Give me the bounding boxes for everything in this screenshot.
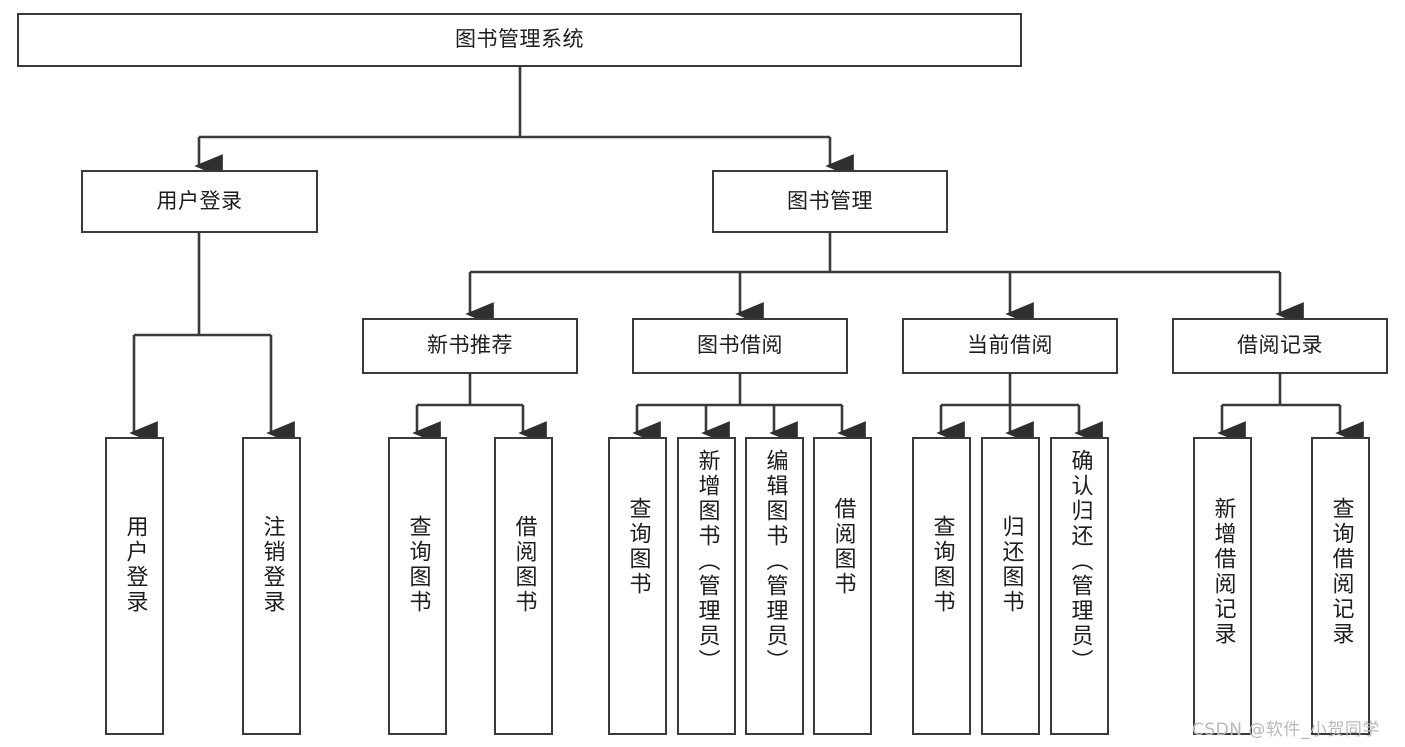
node-leaf-add-borrow-record-label: 新增借阅记录 — [1210, 497, 1236, 647]
node-leaf-user-login-label: 用户登录 — [122, 515, 148, 615]
node-borrow-record[interactable]: 借阅记录 — [1172, 318, 1388, 374]
node-leaf-confirm-return-admin[interactable]: 确认归还（管理员） — [1050, 437, 1109, 735]
node-leaf-query-book-current-label: 查询图书 — [929, 515, 955, 615]
node-leaf-confirm-return-admin-label: 确认归还（管理员） — [1067, 449, 1093, 674]
node-current-borrow[interactable]: 当前借阅 — [902, 318, 1118, 374]
node-leaf-query-book-recommend-label: 查询图书 — [405, 515, 431, 615]
node-leaf-query-book-borrow-label: 查询图书 — [625, 497, 651, 597]
node-leaf-edit-book-admin[interactable]: 编辑图书（管理员） — [745, 437, 804, 735]
node-book-borrow-label: 图书借阅 — [697, 333, 783, 358]
node-leaf-borrow-book-label: 借阅图书 — [830, 497, 856, 597]
node-leaf-add-book-admin-label: 新增图书（管理员） — [694, 449, 720, 674]
node-root-book-management-system[interactable]: 图书管理系统 — [17, 13, 1022, 67]
node-new-book-recommend[interactable]: 新书推荐 — [362, 318, 578, 374]
node-leaf-borrow-book-recommend[interactable]: 借阅图书 — [494, 437, 553, 735]
node-new-book-recommend-label: 新书推荐 — [427, 333, 513, 358]
node-root-label: 图书管理系统 — [455, 27, 584, 52]
node-book-management-label: 图书管理 — [787, 188, 873, 213]
node-leaf-borrow-book-recommend-label: 借阅图书 — [511, 515, 537, 615]
node-leaf-query-borrow-record[interactable]: 查询借阅记录 — [1311, 437, 1370, 735]
node-leaf-return-book-label: 归还图书 — [998, 515, 1024, 615]
node-leaf-return-book[interactable]: 归还图书 — [981, 437, 1040, 735]
node-user-login-label: 用户登录 — [156, 188, 243, 213]
node-book-borrow[interactable]: 图书借阅 — [632, 318, 848, 374]
node-leaf-add-borrow-record[interactable]: 新增借阅记录 — [1193, 437, 1252, 735]
node-leaf-edit-book-admin-label: 编辑图书（管理员） — [762, 449, 788, 674]
node-leaf-logout[interactable]: 注销登录 — [242, 437, 301, 735]
node-leaf-query-borrow-record-label: 查询借阅记录 — [1328, 497, 1354, 647]
node-leaf-query-book-recommend[interactable]: 查询图书 — [388, 437, 447, 735]
node-leaf-add-book-admin[interactable]: 新增图书（管理员） — [677, 437, 736, 735]
node-leaf-query-book-current[interactable]: 查询图书 — [912, 437, 971, 735]
node-current-borrow-label: 当前借阅 — [967, 333, 1053, 358]
node-user-login[interactable]: 用户登录 — [81, 170, 318, 233]
watermark-csdn: CSDN @软件_小贺同学 — [1192, 720, 1380, 740]
node-leaf-logout-label: 注销登录 — [259, 515, 285, 615]
node-leaf-query-book-borrow[interactable]: 查询图书 — [608, 437, 667, 735]
node-leaf-user-login[interactable]: 用户登录 — [105, 437, 164, 735]
node-borrow-record-label: 借阅记录 — [1237, 333, 1323, 358]
node-leaf-borrow-book[interactable]: 借阅图书 — [813, 437, 872, 735]
node-book-management[interactable]: 图书管理 — [712, 170, 948, 233]
